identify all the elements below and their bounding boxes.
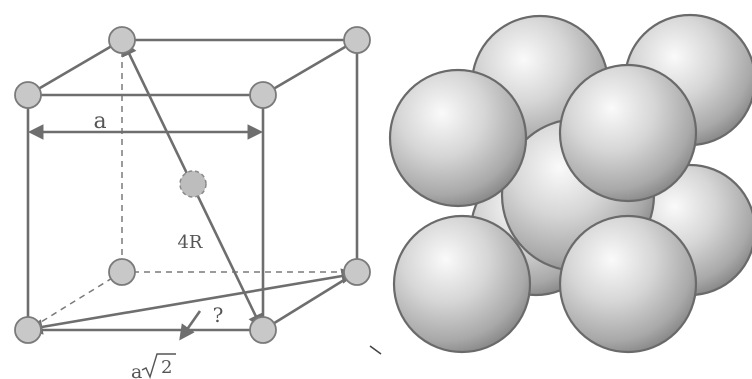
atom-back-top-right: [343, 26, 371, 54]
unknown-pointer-arrow: [179, 310, 202, 341]
atom-body-center: [179, 170, 207, 198]
face-diagonal-label-root: 2: [161, 357, 172, 378]
atom-front-bottom-left: [14, 316, 42, 344]
face-diagonal-label-prefix: a: [131, 361, 142, 379]
atom-front-top-left: [14, 81, 42, 109]
edge-top-right: [262, 38, 358, 97]
face-diagonal-label: a 2: [131, 353, 176, 379]
sphere-front-bottom-right: [558, 214, 698, 354]
sphere-front-bottom-left: [392, 214, 532, 354]
edge-length-label: a: [93, 109, 106, 134]
sphere-front-top-left: [388, 68, 528, 208]
corner-atoms: [14, 26, 371, 344]
sqrt-symbol: [141, 353, 176, 379]
atom-front-top-right: [249, 81, 277, 109]
hard-sphere-model: [388, 13, 752, 354]
body-diagonal-label: 4R: [177, 232, 202, 253]
unit-cell-schematic: a 4R ? a 2: [14, 26, 382, 379]
atom-back-bottom-left: [108, 258, 136, 286]
atom-front-bottom-right: [249, 316, 277, 344]
edge-top-left: [27, 38, 123, 97]
atom-back-top-left: [108, 26, 136, 54]
unknown-label: ?: [213, 303, 224, 327]
atom-back-bottom-right: [343, 258, 371, 286]
stray-mark: [369, 345, 382, 355]
sphere-front-top-right: [558, 63, 698, 203]
